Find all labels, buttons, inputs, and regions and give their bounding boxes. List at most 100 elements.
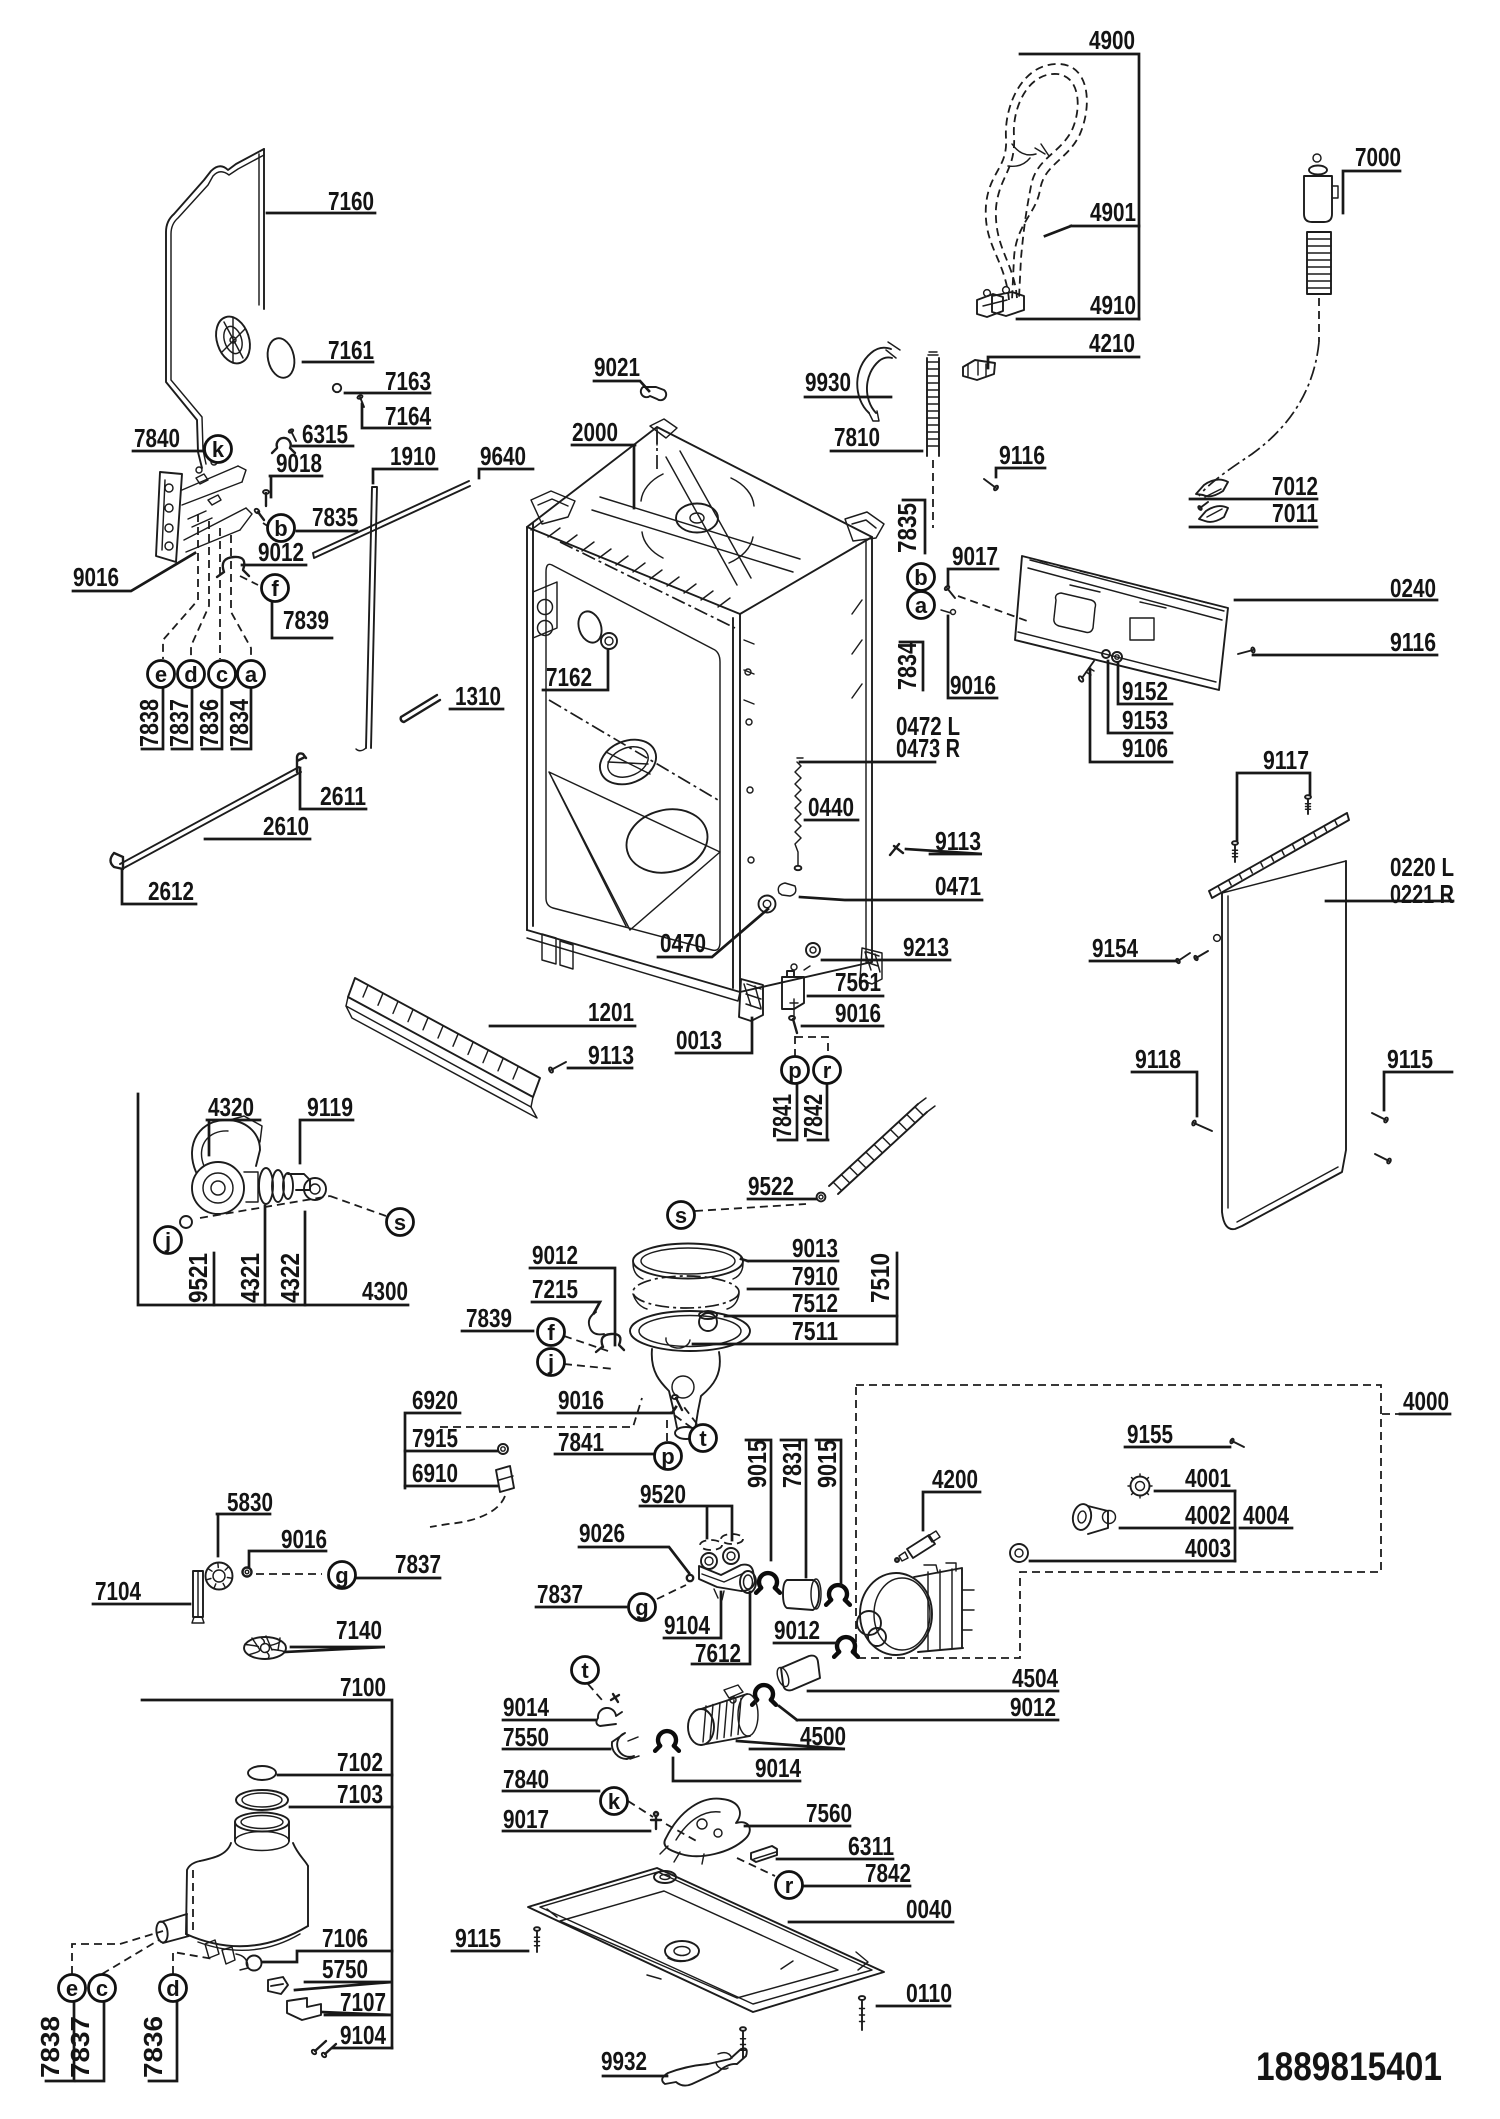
svg-text:1889815401: 1889815401 <box>1256 2045 1442 2089</box>
svg-text:r: r <box>823 1058 832 1083</box>
svg-text:g: g <box>635 1595 648 1620</box>
svg-text:7103: 7103 <box>337 1779 383 1809</box>
svg-text:2611: 2611 <box>320 781 366 811</box>
svg-text:9021: 9021 <box>594 352 640 382</box>
svg-text:0221 R: 0221 R <box>1390 879 1454 909</box>
svg-text:t: t <box>581 1658 589 1683</box>
svg-text:7836: 7836 <box>194 699 224 747</box>
svg-text:p: p <box>788 1058 801 1083</box>
svg-text:4210: 4210 <box>1089 328 1135 358</box>
svg-text:6315: 6315 <box>302 419 348 449</box>
svg-text:9119: 9119 <box>307 1092 353 1122</box>
svg-text:7841: 7841 <box>767 1094 797 1138</box>
svg-text:7838: 7838 <box>134 699 164 747</box>
svg-text:9116: 9116 <box>999 440 1045 470</box>
svg-text:e: e <box>155 662 167 687</box>
svg-text:7837: 7837 <box>65 2016 95 2078</box>
svg-text:9012: 9012 <box>774 1615 820 1645</box>
svg-text:2612: 2612 <box>148 876 194 906</box>
svg-text:7162: 7162 <box>546 662 592 692</box>
svg-text:1310: 1310 <box>455 681 501 711</box>
svg-text:7510: 7510 <box>865 1253 895 1303</box>
svg-text:9016: 9016 <box>950 670 996 700</box>
svg-text:7561: 7561 <box>835 967 881 997</box>
svg-text:9930: 9930 <box>805 367 851 397</box>
svg-text:9155: 9155 <box>1127 1419 1173 1449</box>
svg-text:4200: 4200 <box>932 1464 978 1494</box>
svg-text:9015: 9015 <box>742 1440 772 1488</box>
svg-text:9113: 9113 <box>935 826 981 856</box>
svg-text:4504: 4504 <box>1012 1663 1058 1693</box>
svg-text:4500: 4500 <box>800 1721 846 1751</box>
svg-text:9115: 9115 <box>1387 1044 1433 1074</box>
svg-text:1201: 1201 <box>588 997 634 1027</box>
svg-text:7840: 7840 <box>503 1764 549 1794</box>
svg-text:4900: 4900 <box>1089 25 1135 55</box>
svg-text:7511: 7511 <box>792 1316 838 1346</box>
svg-text:4002: 4002 <box>1185 1500 1231 1530</box>
svg-text:9016: 9016 <box>73 562 119 592</box>
svg-text:7915: 7915 <box>412 1423 458 1453</box>
svg-text:0473 R: 0473 R <box>896 733 960 763</box>
svg-text:0220 L: 0220 L <box>1390 852 1454 882</box>
svg-text:7842: 7842 <box>798 1094 828 1138</box>
svg-text:4300: 4300 <box>362 1276 408 1306</box>
svg-text:c: c <box>96 1976 108 2001</box>
svg-text:9521: 9521 <box>183 1253 213 1303</box>
svg-text:0110: 0110 <box>906 1978 952 2008</box>
svg-text:6920: 6920 <box>412 1385 458 1415</box>
svg-text:0471: 0471 <box>935 871 981 901</box>
svg-text:j: j <box>164 1228 171 1253</box>
svg-text:5830: 5830 <box>227 1487 273 1517</box>
svg-text:9018: 9018 <box>276 448 322 478</box>
svg-text:0013: 0013 <box>676 1025 722 1055</box>
svg-text:9932: 9932 <box>601 2046 647 2076</box>
svg-text:7842: 7842 <box>865 1858 911 1888</box>
svg-text:9118: 9118 <box>1135 1044 1181 1074</box>
svg-text:k: k <box>212 437 225 462</box>
svg-text:5750: 5750 <box>322 1954 368 1984</box>
svg-text:9106: 9106 <box>1122 733 1168 763</box>
svg-text:7840: 7840 <box>134 423 180 453</box>
svg-text:4322: 4322 <box>275 1253 305 1303</box>
svg-text:9152: 9152 <box>1122 676 1168 706</box>
svg-text:9115: 9115 <box>455 1923 501 1953</box>
svg-text:r: r <box>785 1873 794 1898</box>
svg-text:7834: 7834 <box>892 642 922 690</box>
svg-text:7839: 7839 <box>283 605 329 635</box>
svg-text:9117: 9117 <box>1263 745 1309 775</box>
svg-text:t: t <box>699 1426 707 1451</box>
svg-text:9640: 9640 <box>480 441 526 471</box>
svg-text:7102: 7102 <box>337 1747 383 1777</box>
svg-text:k: k <box>608 1789 621 1814</box>
svg-text:9153: 9153 <box>1122 705 1168 735</box>
svg-text:4910: 4910 <box>1090 290 1136 320</box>
svg-text:9520: 9520 <box>640 1479 686 1509</box>
svg-text:9116: 9116 <box>1390 627 1436 657</box>
svg-text:9154: 9154 <box>1092 933 1138 963</box>
svg-text:a: a <box>245 662 258 687</box>
svg-text:9014: 9014 <box>503 1692 549 1722</box>
svg-text:9012: 9012 <box>1010 1692 1056 1722</box>
svg-text:b: b <box>274 516 287 541</box>
svg-text:7107: 7107 <box>340 1987 386 2017</box>
svg-text:7837: 7837 <box>537 1579 583 1609</box>
svg-text:d: d <box>184 662 197 687</box>
svg-text:a: a <box>915 593 928 618</box>
svg-text:9016: 9016 <box>281 1524 327 1554</box>
svg-text:7161: 7161 <box>328 335 374 365</box>
svg-text:g: g <box>335 1563 348 1588</box>
svg-text:7550: 7550 <box>503 1722 549 1752</box>
svg-text:1910: 1910 <box>390 441 436 471</box>
svg-text:7164: 7164 <box>385 401 431 431</box>
svg-text:9522: 9522 <box>748 1171 794 1201</box>
svg-text:4004: 4004 <box>1243 1500 1289 1530</box>
svg-text:d: d <box>166 1976 179 2001</box>
svg-text:9017: 9017 <box>503 1804 549 1834</box>
svg-text:4003: 4003 <box>1185 1533 1231 1563</box>
svg-text:7834: 7834 <box>224 699 254 747</box>
svg-text:2000: 2000 <box>572 417 618 447</box>
svg-text:0470: 0470 <box>660 928 706 958</box>
svg-text:4901: 4901 <box>1090 197 1136 227</box>
svg-text:7512: 7512 <box>792 1288 838 1318</box>
